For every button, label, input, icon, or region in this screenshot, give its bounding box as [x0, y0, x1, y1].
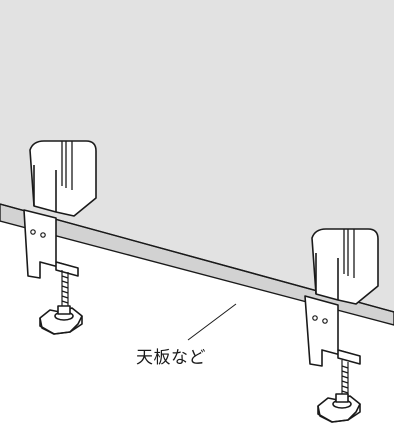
right-threaded-screw: [341, 360, 349, 398]
left-threaded-screw: [61, 270, 69, 308]
callout-label: 天板など: [136, 348, 206, 368]
right-knob: [317, 393, 361, 423]
left-knob: [39, 305, 83, 335]
tabletop-panel: [0, 0, 394, 326]
right-clamp: [304, 228, 379, 423]
left-clamp: [23, 140, 97, 335]
callout-leader-line: [187, 303, 237, 341]
